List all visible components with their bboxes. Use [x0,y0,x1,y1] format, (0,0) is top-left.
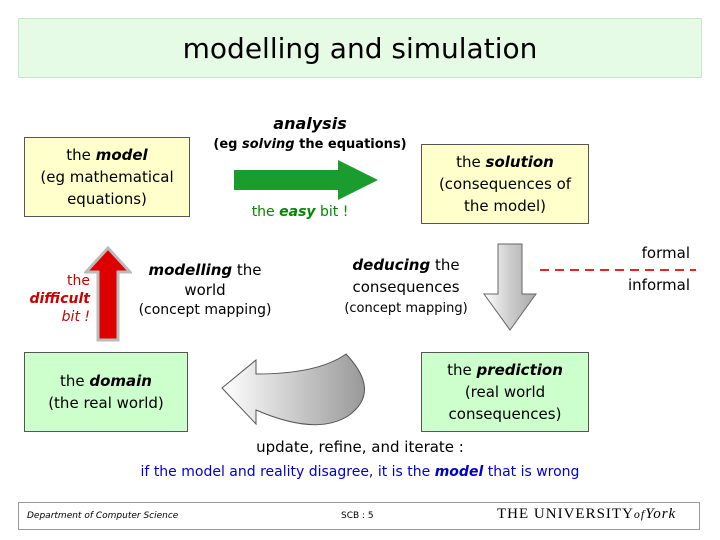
domain-box: the domain (the real world) [24,352,188,432]
prediction-box-line2: (real world [464,383,546,401]
solution-box-title: the solution [456,153,554,171]
domain-box-title: the domain [59,372,152,390]
page-title: modelling and simulation [182,31,538,65]
footer-page-number: SCB : 5 [341,511,374,521]
reality-line: if the model and reality disagree, it is… [140,464,580,480]
model-box-title: the model [66,146,148,164]
grey-down-arrow [483,243,537,331]
prediction-box: the prediction (real world consequences) [421,352,589,432]
modelling-label: modelling the world (concept mapping) [138,261,272,318]
model-box-line2: (eg mathematical [40,168,174,186]
analysis-subtitle: (eg solving the equations) [213,137,407,152]
red-up-arrow [84,246,132,342]
solution-box-line3: the model) [464,197,546,215]
model-box: the model (eg mathematical equations) [24,137,190,217]
domain-box-line2: (the real world) [48,394,164,412]
university-logo: THE UNIVERSITYofYork [497,506,677,522]
difficult-bit-label: the difficult bit ! [29,273,90,325]
easy-bit-label: the easy bit ! [251,204,349,220]
analysis-label: analysis (eg solving the equations) [190,114,430,152]
informal-label: informal [627,276,690,294]
footer-bar: Department of Computer Science SCB : 5 T… [18,502,700,530]
update-line: update, refine, and iterate : [256,438,464,456]
solution-box: the solution (consequences of the model) [421,144,589,224]
formal-informal-divider [540,269,696,271]
solution-box-line2: (consequences of [438,175,572,193]
prediction-box-title: the prediction [447,361,563,379]
model-box-line3: equations) [67,190,147,208]
formal-label: formal [641,244,690,262]
title-banner: modelling and simulation [18,18,702,78]
curved-return-arrow [221,353,365,426]
analysis-word: analysis [273,114,347,133]
footer-department: Department of Computer Science [27,511,179,521]
green-right-arrow [234,160,378,200]
prediction-box-line3: consequences) [448,405,562,423]
deducing-label: deducing the consequences (concept mappi… [344,256,468,316]
